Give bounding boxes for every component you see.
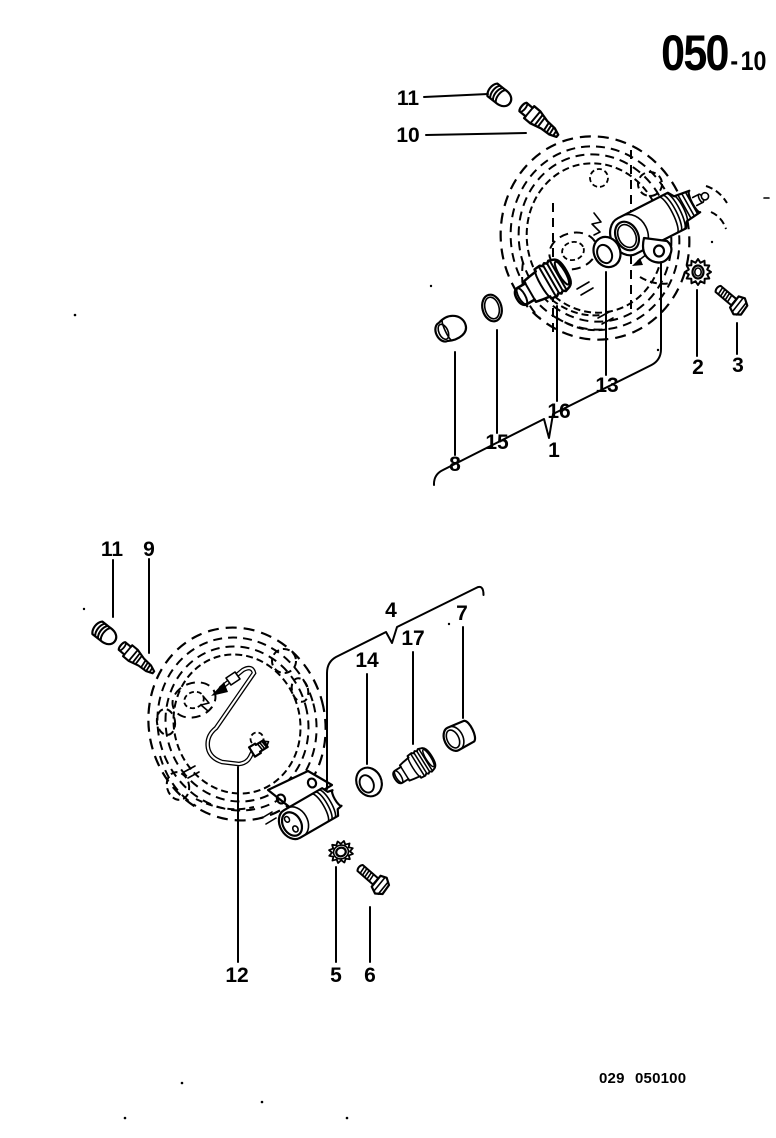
leader-10 — [425, 132, 527, 136]
plate-hole-top — [589, 168, 609, 188]
callout-label-13: 13 — [595, 374, 618, 397]
callout-label-16: 16 — [547, 400, 570, 423]
plate-cutout-right — [637, 171, 663, 197]
callout-label-12: 12 — [225, 964, 248, 987]
pipe-union-fitting — [247, 739, 270, 758]
callout-label-10: 10 — [396, 124, 419, 147]
lower-callouts: 11 9 4 14 17 7 12 5 6 — [101, 538, 485, 987]
callout-label-17: 17 — [401, 627, 424, 650]
lock-washer-5 — [324, 836, 358, 868]
seal-ring-14 — [350, 762, 388, 802]
callout-label-6: 6 — [364, 964, 376, 987]
piston-17 — [387, 743, 440, 792]
page-header: 050 - 10 — [661, 28, 766, 78]
backing-plate-lower — [147, 626, 327, 825]
brake-pipe-12 — [203, 664, 270, 768]
callout-label-14: 14 — [355, 649, 379, 672]
callout-label-4: 4 — [385, 599, 397, 622]
bolt-3 — [709, 279, 752, 320]
scan-specks — [73, 240, 714, 1120]
footer-code: 029 050100 — [599, 1070, 687, 1087]
plate-hub — [171, 681, 217, 719]
upper-callouts: 11 10 8 15 16 13 1 2 3 — [396, 87, 744, 486]
shoe-spring-detail — [591, 212, 602, 236]
callout-label-7: 7 — [456, 602, 468, 625]
bracket-1 — [432, 261, 662, 486]
header-separator: - — [729, 46, 738, 76]
lock-washer-2 — [684, 258, 712, 286]
bleeder-valve-10 — [515, 98, 564, 143]
wheel-cylinder-4 — [266, 769, 343, 841]
callout-label-15: 15 — [485, 431, 509, 454]
callout-label-8: 8 — [449, 453, 461, 476]
bolt-6 — [351, 858, 394, 899]
cup-7 — [442, 719, 477, 752]
plate-cutout-top — [271, 648, 297, 674]
upper-assembly: 11 10 8 15 16 13 1 2 3 — [396, 80, 770, 486]
callout-label-11: 11 — [101, 538, 124, 561]
bleeder-valve-9 — [115, 638, 160, 679]
boot-8 — [434, 314, 468, 343]
callout-label-2: 2 — [692, 356, 704, 379]
callout-label-5: 5 — [330, 964, 342, 987]
cylinder-mounting-ear — [641, 236, 673, 264]
page-number: 10 — [740, 46, 766, 76]
callout-label-11: 11 — [397, 87, 420, 110]
dust-cap-11-upper — [483, 80, 516, 111]
leader-11 — [423, 93, 489, 98]
dust-cap-11-lower — [88, 618, 121, 649]
callout-label-9: 9 — [143, 538, 155, 561]
piston-16 — [507, 254, 577, 316]
wheel-cylinder-1 — [609, 189, 710, 264]
callout-label-1: 1 — [548, 439, 560, 462]
pipe-arrow-icon — [211, 682, 228, 696]
direction-arrow-icon — [632, 258, 643, 266]
o-ring-15 — [481, 293, 503, 323]
callout-label-3: 3 — [732, 354, 744, 377]
bracket-4 — [326, 585, 485, 790]
lower-assembly: 11 9 4 14 17 7 12 5 6 — [88, 538, 485, 987]
catalog-group-code: 050 — [660, 25, 729, 81]
